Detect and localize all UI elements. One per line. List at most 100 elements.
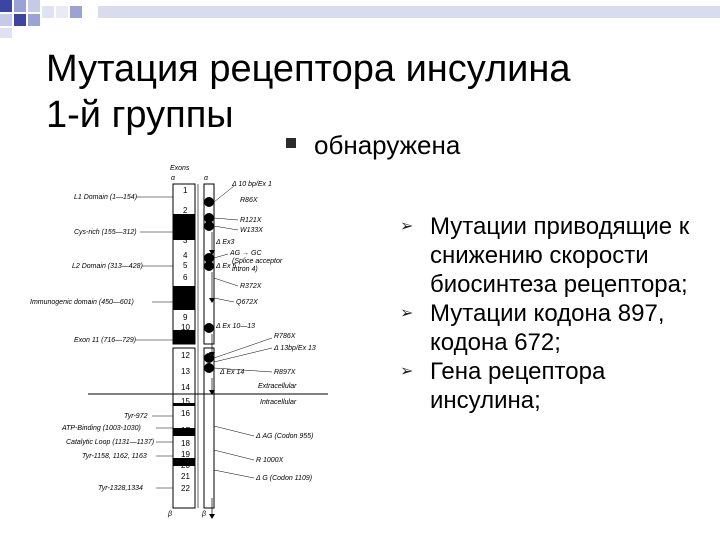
decor-square-2 xyxy=(14,0,26,12)
arrow-bullet-icon: ➢ xyxy=(400,305,414,322)
domain-label: Tyr-972 xyxy=(124,413,148,420)
mutation-label: Δ 13bp/Ex 13 xyxy=(273,345,316,352)
mutation-leader xyxy=(213,185,235,203)
exon-number: 21 xyxy=(181,472,190,481)
domain-label: Cys-rich (155—312) xyxy=(74,229,137,236)
alpha-right-label: α xyxy=(204,175,209,182)
arrow-bullet-icon: ➢ xyxy=(400,363,414,380)
extracellular-label: Extracellular xyxy=(258,383,297,390)
domain-label: L1 Domain (1—154) xyxy=(74,194,137,201)
domain-label: ATP-Binding (1003-1030) xyxy=(61,425,141,432)
deletion-arrows xyxy=(209,232,215,519)
mutation-label: R897X xyxy=(274,369,296,376)
mutation-label: R372X xyxy=(240,283,262,290)
exon-number: 20 xyxy=(181,461,190,470)
decor-square-9 xyxy=(56,6,68,18)
mutation-leader xyxy=(213,217,239,221)
slide-title: Мутация рецептора инсулина 1-й группы xyxy=(46,46,646,138)
exon-number: 16 xyxy=(181,409,190,418)
domain-label: Tyr-1328,1334 xyxy=(98,485,143,492)
decor-square-10 xyxy=(70,6,82,18)
domain-label: Catalytic Loop (1131—1137) xyxy=(66,439,154,446)
insulin-receptor-diagram: Exons α α 1 2 3 4 5 6 7 8 9 10 1 xyxy=(28,158,328,528)
mutation-markers xyxy=(204,197,214,373)
mutation-labels: Δ 10 bp/Ex 1 R86X R121X W133X Δ Ex3 AG →… xyxy=(213,181,316,482)
mutation-label: R786X xyxy=(274,333,296,340)
decor-stripe xyxy=(98,6,720,18)
sub-bullet-text: Мутации кодона 897, кодона 672; xyxy=(430,300,665,356)
mutation-label: Q672X xyxy=(236,299,258,306)
beta-left-label: β xyxy=(167,511,172,518)
exon-number: 8 xyxy=(183,299,188,308)
domain-labels: L1 Domain (1—154) Cys-rich (155—312) L2 … xyxy=(30,194,173,492)
left-atp-block xyxy=(173,428,195,436)
decor-square-5 xyxy=(14,14,26,26)
decor-square-1 xyxy=(0,0,12,12)
mutation-leader xyxy=(213,277,239,287)
main-bullet-text: обнаружена xyxy=(314,130,461,160)
mutation-dot xyxy=(204,323,214,333)
exon-number: 2 xyxy=(183,206,188,215)
left-exon11-block xyxy=(173,330,195,344)
exon-number: 13 xyxy=(181,367,190,376)
exon-number: 5 xyxy=(183,261,188,270)
left-immunogenic-block xyxy=(173,286,195,310)
sub-bullet-list: ➢ Мутации приводящие к снижению скорости… xyxy=(400,212,710,415)
sub-bullet-text: Мутации приводящие к снижению скорости б… xyxy=(430,213,690,298)
exon-number: 7 xyxy=(183,289,188,298)
mutation-dot xyxy=(204,363,214,373)
exon-number: 3 xyxy=(183,236,188,245)
domain-label: Exon 11 (716—729) xyxy=(74,337,136,344)
arrow-head-icon xyxy=(209,352,215,357)
mutation-label: Δ Ex 5 xyxy=(215,263,236,270)
mutation-label: W133X xyxy=(240,227,263,234)
mutation-leader xyxy=(213,367,273,373)
arrow-head-icon xyxy=(209,250,215,255)
arrow-head-icon xyxy=(209,298,215,303)
sub-bullet-item: ➢ Мутации кодона 897, кодона 672; xyxy=(400,299,710,357)
sub-bullet-item: ➢ Гена рецептора инсулина; xyxy=(400,357,710,415)
beta-right-label: β xyxy=(201,511,206,518)
mutation-leader xyxy=(213,425,255,437)
right-beta-chain xyxy=(203,347,215,509)
mutation-label: intron 4) xyxy=(232,266,258,273)
mutation-label: Δ Ex 14 xyxy=(219,369,244,376)
exon-number: 6 xyxy=(183,273,188,282)
main-bullet: обнаружена xyxy=(286,130,460,160)
mutation-label: R86X xyxy=(240,197,258,204)
intracellular-label: Intracellular xyxy=(260,399,297,406)
mutation-label: R 1000X xyxy=(256,457,284,464)
mutation-label: Δ G (Codon 1109) xyxy=(255,475,312,482)
decor-square-7 xyxy=(42,6,54,18)
mutation-dot xyxy=(204,253,214,263)
decor-square-4 xyxy=(0,14,12,26)
exon-number: 10 xyxy=(181,323,190,332)
mutation-leader xyxy=(213,253,229,259)
title-line-2: 1-й группы xyxy=(46,94,234,136)
exon-number: 19 xyxy=(181,450,190,459)
square-bullet-icon xyxy=(286,138,296,148)
mutation-dot xyxy=(204,221,214,231)
mutation-label: Δ AG (Codon 955) xyxy=(255,433,313,440)
mutation-leader xyxy=(213,297,235,303)
decor-square-3 xyxy=(28,0,40,12)
domain-label: Tyr-1158, 1162, 1163 xyxy=(82,453,147,460)
mutation-leader xyxy=(213,449,255,461)
exon-number: 18 xyxy=(181,439,190,448)
arrow-bullet-icon: ➢ xyxy=(400,218,414,235)
domain-label: L2 Domain (313—428) xyxy=(72,263,143,270)
exon-number: 22 xyxy=(181,484,190,493)
mutation-dot xyxy=(204,197,214,207)
arrow-head-icon xyxy=(209,514,215,519)
exon-number: 14 xyxy=(181,383,190,392)
exon-number: 15 xyxy=(181,397,190,406)
mutation-label: Δ 10 bp/Ex 1 xyxy=(231,181,272,188)
mutation-label: (Splice acceptor xyxy=(232,258,283,265)
exons-header: Exons xyxy=(170,165,190,172)
mutation-label: Δ Ex3 xyxy=(215,239,235,246)
sub-bullet-item: ➢ Мутации приводящие к снижению скорости… xyxy=(400,212,710,299)
mutation-label: R121X xyxy=(240,217,262,224)
sub-bullet-text: Гена рецептора инсулина; xyxy=(430,358,606,414)
left-membrane-mark xyxy=(173,403,195,406)
mutation-leader xyxy=(213,337,273,359)
